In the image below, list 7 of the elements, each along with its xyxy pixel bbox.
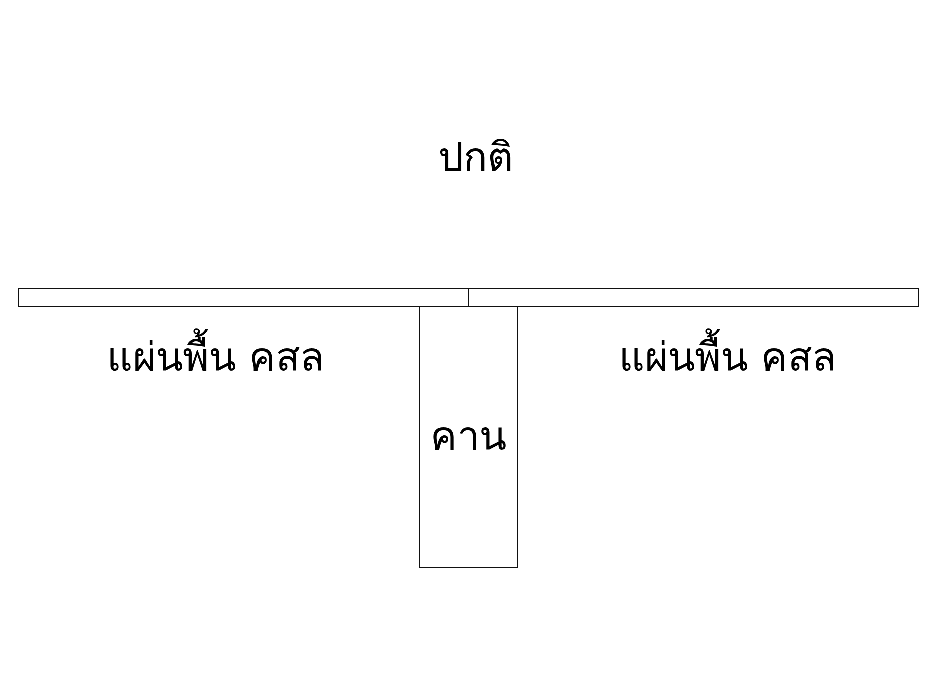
- slab-label: แผ่นพื้น คสล: [615, 324, 841, 392]
- floor-slab: [18, 288, 469, 307]
- beam-section: [419, 306, 518, 568]
- diagram-title: ปกติ: [438, 134, 514, 183]
- floor-slab: [468, 288, 919, 307]
- beam-label: คาน: [430, 413, 508, 462]
- slab-label: แผ่นพื้น คสล: [103, 324, 329, 392]
